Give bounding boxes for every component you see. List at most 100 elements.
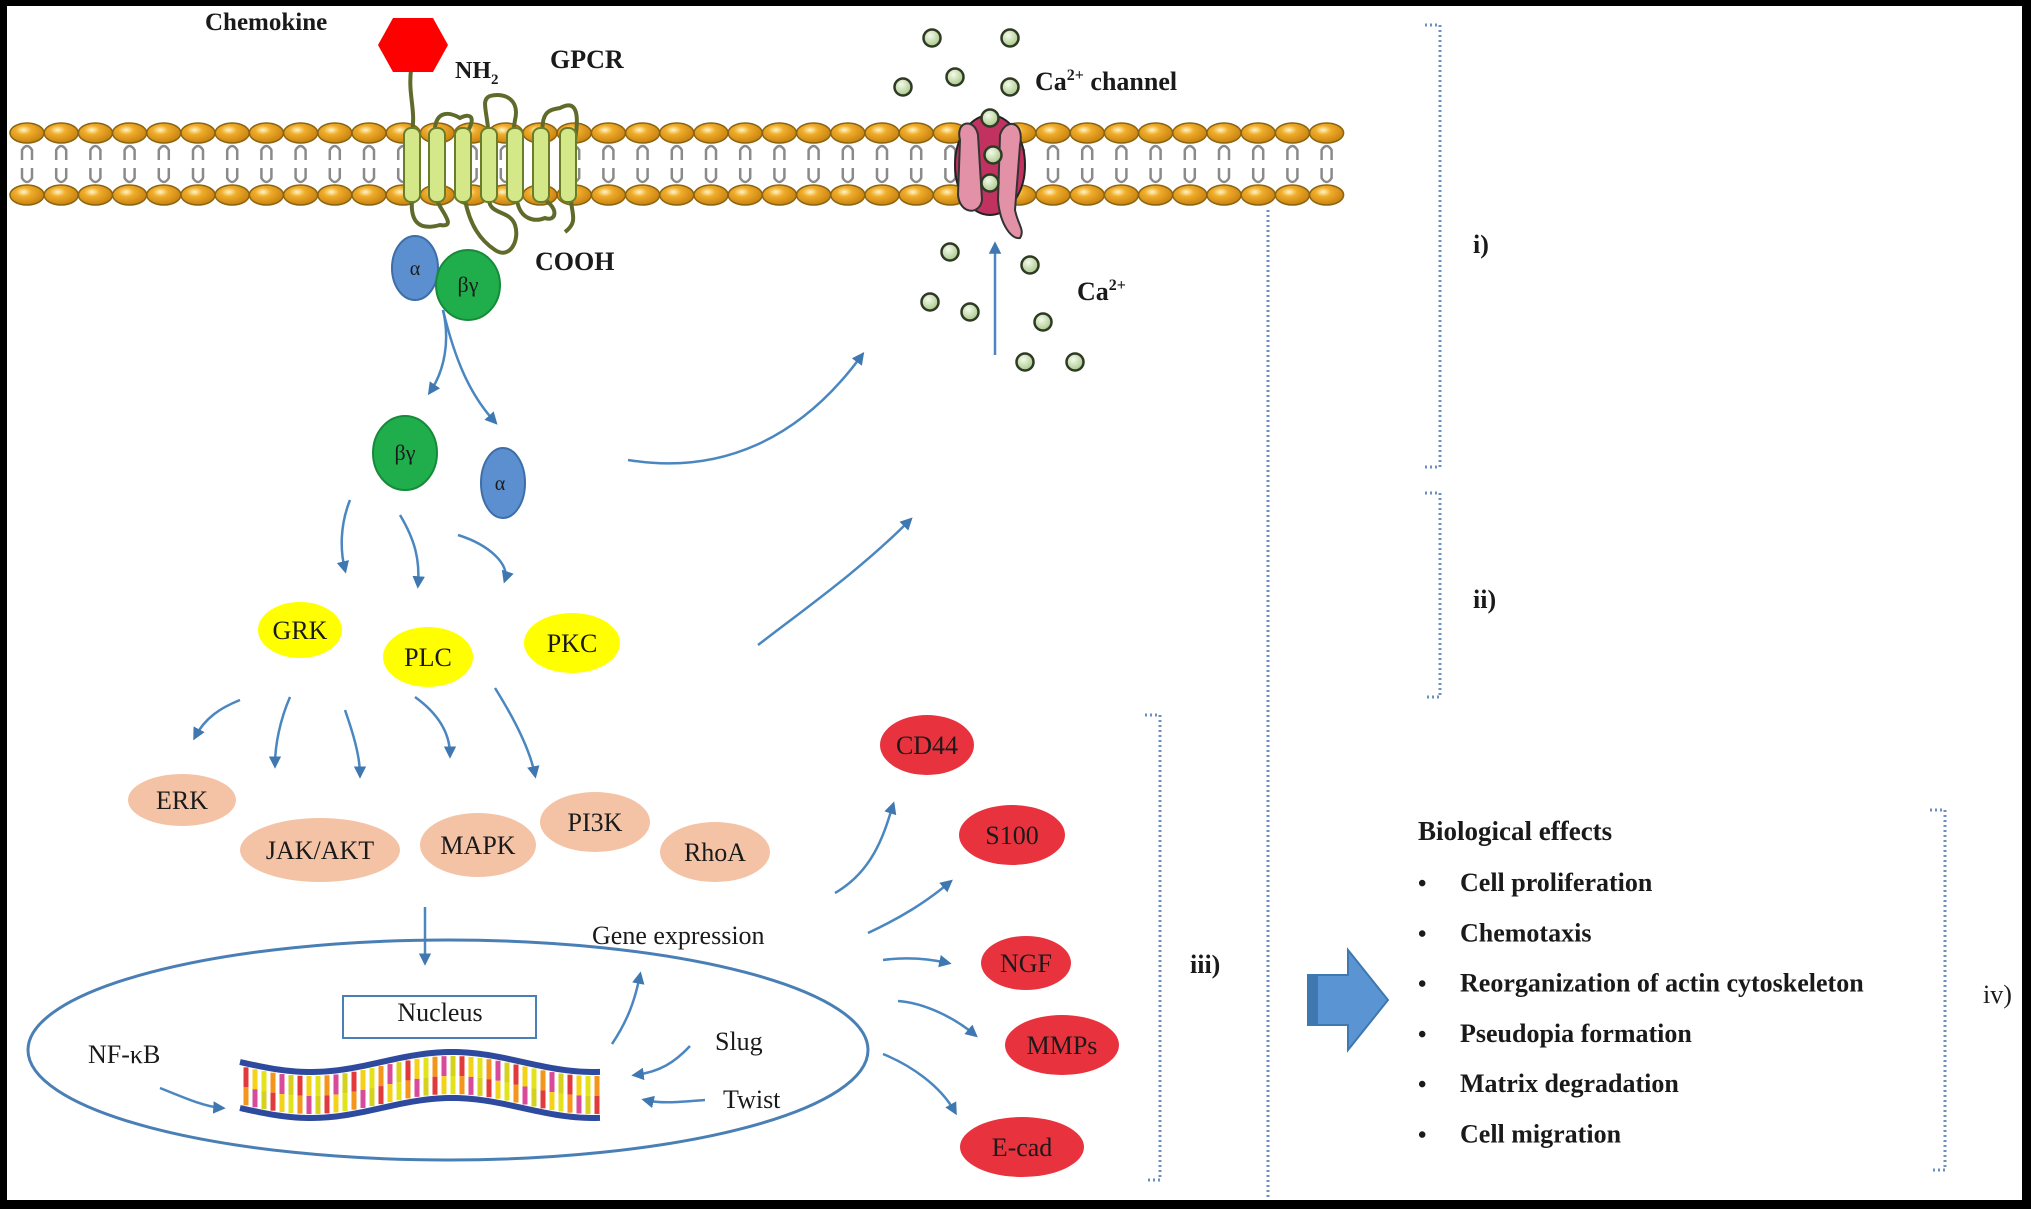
lipid-head <box>43 122 79 144</box>
lipid-head <box>1103 184 1140 206</box>
biological-effect-item: •Cell proliferation <box>1418 868 1653 897</box>
bracket-ii <box>1425 491 1442 699</box>
lipid-tail <box>1183 144 1197 184</box>
g-betagamma-label: βγ <box>458 272 479 297</box>
lipid-tail <box>1286 144 1299 184</box>
lipid-head <box>693 122 729 144</box>
arrow-to-ngf <box>882 955 952 968</box>
big-right-arrow-icon <box>1307 947 1390 1053</box>
lipid-head <box>864 122 900 144</box>
calcium-ion-icon <box>922 28 942 48</box>
pathway-diagram: Chemokine NH2 GPCR COOH α βγ Ca2+ channe… <box>9 9 2012 1200</box>
bullet-icon: • <box>1418 921 1426 947</box>
big-arrow-shade <box>1308 975 1318 1025</box>
lipid-head <box>248 184 285 206</box>
calcium-ion-icon <box>1020 255 1040 275</box>
lipid-head <box>9 184 45 206</box>
lipid-tail <box>225 144 239 184</box>
lipid-tail <box>670 144 684 184</box>
target-label: S100 <box>985 821 1038 850</box>
calcium-ion-icon <box>983 145 1003 165</box>
lipid-head <box>1035 184 1071 206</box>
stage-ii-label: ii) <box>1473 585 1496 614</box>
lipid-head <box>1137 184 1174 206</box>
cell-membrane <box>9 122 1345 206</box>
calcium-ion-icon <box>1065 352 1085 372</box>
kinase-pi3k: PI3K <box>540 792 650 852</box>
target-label: CD44 <box>896 731 958 760</box>
bullet-icon: • <box>1418 1123 1426 1149</box>
biological-effect-item: •Matrix degradation <box>1418 1069 1679 1098</box>
arrow-to-rhoa <box>493 687 540 779</box>
free-alpha-icon <box>480 447 526 519</box>
lipid-head <box>1069 122 1105 144</box>
biological-effect-label: Chemotaxis <box>1460 918 1591 947</box>
lipid-head <box>1172 184 1208 206</box>
arrow-to-jakakt <box>268 696 292 769</box>
arrow-to-alpha <box>441 309 498 425</box>
target-label: MMPs <box>1027 1031 1098 1060</box>
arrow-to-pi3k <box>414 695 457 759</box>
effector-label: PKC <box>547 629 598 658</box>
free-alpha-label: α <box>495 473 506 495</box>
ca-channel-label: Ca2+ channel <box>1035 67 1177 96</box>
calcium-ion-icon <box>1000 28 1020 48</box>
target-ecad: E-cad <box>960 1117 1084 1177</box>
kinase-label: ERK <box>156 786 208 815</box>
target-ngf: NGF <box>981 936 1071 990</box>
lipid-head <box>9 122 45 144</box>
transmembrane-helix <box>559 127 577 203</box>
lipid-head <box>111 122 148 144</box>
lipid-tail <box>944 144 957 184</box>
lipid-head <box>1274 184 1311 206</box>
nucleus-outline <box>26 938 870 1162</box>
kinase-jakakt: JAK/AKT <box>240 818 400 882</box>
effector-group: GRK PLC PKC <box>258 602 620 687</box>
stage-brackets <box>1145 23 1947 1200</box>
arrow-to-ecad <box>882 1052 957 1116</box>
lipid-head <box>214 122 250 144</box>
bracket-iii <box>1145 713 1162 1182</box>
lipid-tail <box>1251 144 1265 184</box>
arrow-to-betagamma <box>427 309 448 396</box>
biological-effect-label: Pseudopia formation <box>1460 1019 1692 1048</box>
lipid-head <box>727 184 763 206</box>
lipid-head <box>351 122 387 144</box>
calcium-ion-icon <box>960 302 980 322</box>
effector-grk: GRK <box>258 602 342 658</box>
biological-effect-item: • Pseudopia formation <box>1418 1019 1692 1048</box>
lipid-head <box>214 184 250 206</box>
effector-plc: PLC <box>383 627 473 687</box>
lipid-head <box>693 184 729 206</box>
lipid-head <box>317 184 353 206</box>
lipid-head <box>624 184 661 206</box>
calcium-channel-icon <box>954 114 1026 240</box>
kinase-label: JAK/AKT <box>266 836 374 865</box>
cooh-label: COOH <box>535 247 614 276</box>
effector-label: GRK <box>273 616 328 645</box>
bullet-icon: • <box>1418 1072 1426 1098</box>
stage-iii-label: iii) <box>1190 950 1220 979</box>
ca-ion-label: Ca2+ <box>1077 277 1126 306</box>
biological-effect-item: • Chemotaxis <box>1418 918 1591 947</box>
calcium-ion-icon <box>940 242 960 262</box>
lipid-head <box>1137 122 1174 144</box>
bullet-icon: • <box>1418 1022 1426 1048</box>
pathway-arrows <box>159 241 1002 1116</box>
target-cd44: CD44 <box>880 715 974 775</box>
g-betagamma-subunit-icon <box>435 249 501 321</box>
lipid-tail <box>328 144 342 184</box>
lipid-head <box>1035 122 1071 144</box>
effector-label: PLC <box>404 643 452 672</box>
calcium-ion-icon <box>1015 352 1035 372</box>
lipid-head <box>180 122 216 144</box>
arrow-twist <box>641 1095 706 1109</box>
biological-effect-item: •Reorganization of actin cytoskeleton <box>1418 969 1864 998</box>
transmembrane-helix <box>428 127 446 203</box>
stage-iv-label: iv) <box>1983 980 2012 1009</box>
free-betagamma-label: βγ <box>395 440 416 465</box>
lipid-tail <box>738 144 752 184</box>
calcium-ion-icon <box>1000 77 1020 97</box>
lipid-tail <box>807 144 820 184</box>
